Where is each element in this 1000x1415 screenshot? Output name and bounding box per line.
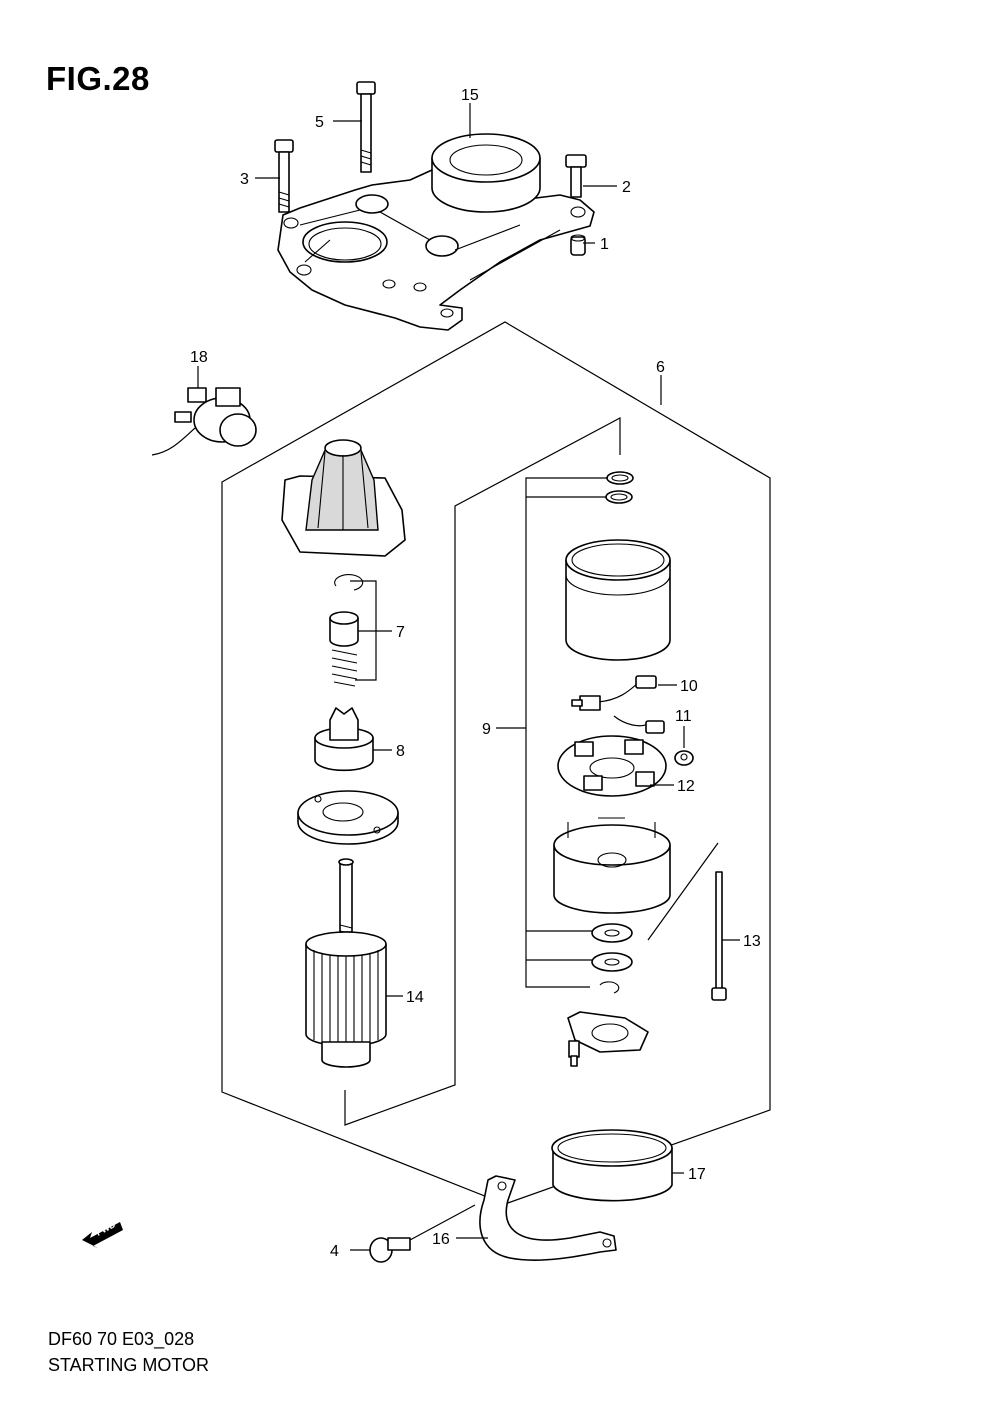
part-17-band [551, 1129, 673, 1202]
part-5-bolt [356, 81, 376, 173]
part-16-strap [479, 1175, 617, 1261]
part-11-bearing [674, 750, 694, 766]
callout-12: 12 [677, 778, 695, 795]
diagram-code: DF60 70 E03_028 [48, 1329, 195, 1349]
part-15-collar [431, 133, 541, 213]
figure-title: FIG.28 [46, 60, 150, 97]
callout-14: 14 [406, 989, 424, 1006]
yoke-field-frame [565, 539, 671, 661]
callout-3: 3 [240, 171, 249, 188]
part-8-pinion [314, 707, 374, 772]
assembly-outline-6 [221, 321, 771, 1205]
part-4-bolt [369, 1237, 411, 1263]
callout-5: 5 [315, 114, 324, 131]
part-1-pin [570, 234, 586, 256]
forward-direction-arrow: FWD [82, 1219, 123, 1248]
callout-18: 18 [190, 349, 208, 366]
part-18-relay [151, 387, 257, 456]
rear-plate [567, 1011, 649, 1067]
diagram-name: STARTING MOTOR [48, 1355, 210, 1375]
washer-plate [297, 790, 399, 845]
part-10-brush-lead [571, 675, 665, 734]
callout-8: 8 [396, 743, 405, 760]
callout-6: 6 [656, 359, 665, 376]
callout-16: 16 [432, 1231, 450, 1248]
front-housing [281, 439, 406, 557]
callout-10: 10 [680, 678, 698, 695]
o-rings-top [605, 471, 634, 504]
end-cover [553, 817, 671, 914]
callout-13: 13 [743, 933, 761, 950]
callout-7: 7 [396, 624, 405, 641]
part-14-armature [305, 858, 387, 1068]
washers-lower [591, 923, 633, 994]
callout-labels: 1 2 3 4 5 6 7 8 9 10 11 12 13 14 15 16 1… [190, 87, 761, 1260]
callout-9: 9 [482, 721, 491, 738]
part-13-through-bolt [711, 871, 727, 1001]
callout-1: 1 [600, 236, 609, 253]
part-7-clip-collar-spring [329, 574, 364, 687]
callout-17: 17 [688, 1166, 706, 1183]
callout-15: 15 [461, 87, 479, 104]
callout-2: 2 [622, 179, 631, 196]
part-2-bolt [565, 154, 587, 198]
callout-4: 4 [330, 1243, 339, 1260]
leader-lines [197, 103, 740, 1251]
assembly-outline-9 [344, 417, 621, 1126]
part-3-bolt [274, 139, 294, 213]
part-12-brush-holder [557, 735, 667, 797]
callout-11: 11 [675, 708, 692, 725]
starter-bracket [277, 169, 595, 331]
